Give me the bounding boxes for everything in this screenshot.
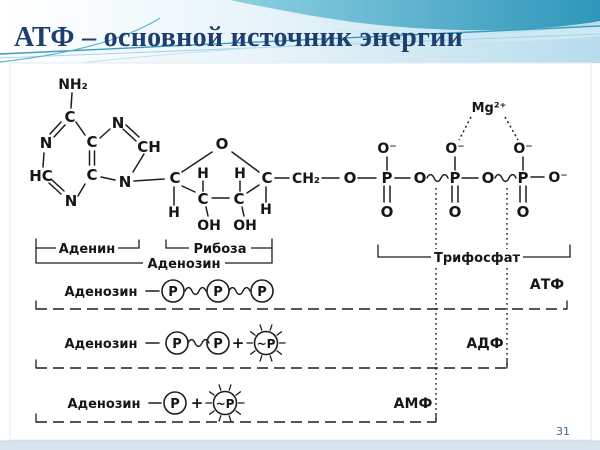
- row-atf-p3: P: [257, 285, 267, 300]
- row-adf-labels: Аденозин P P + ~P АДФ: [65, 334, 504, 352]
- row-adf-plus: +: [232, 334, 245, 352]
- atom-ch2: CH₂: [292, 171, 320, 187]
- atom-n1: N: [40, 134, 53, 152]
- atom-c2h: HC: [29, 167, 53, 185]
- atom-o-bridge-3: O: [482, 169, 495, 187]
- bracket-adenine-label: Аденин: [59, 242, 115, 257]
- ribose-ring-bonds: [173, 151, 290, 217]
- atom-c8h: CH: [137, 138, 161, 156]
- bracket-labels: Аденин Рибоза Аденозин Трифосфат: [59, 242, 521, 272]
- ribose-atom-labels: O C H H C H C OH OH C H CH₂: [168, 135, 320, 234]
- phosphate-atom-labels: O P O⁻ O O P O⁻ O O P O⁻ O⁻ O Mg²⁺: [344, 101, 568, 221]
- atom-n9: N: [119, 173, 132, 191]
- adenine-atom-labels: NH₂ C N HC N C C N CH N: [29, 77, 161, 210]
- slide-title: АТФ – основной источник энергии: [14, 22, 464, 53]
- row-atf-lines: [35, 279, 568, 310]
- atom-p3-o-end: O⁻: [548, 170, 567, 186]
- row-atf-p2: P: [213, 285, 223, 300]
- row-adf-adenosine-label: Аденозин: [65, 337, 138, 352]
- footer-strip: [0, 440, 600, 450]
- atom-ribose-c2: C: [197, 190, 208, 208]
- bracket-triphosphate-label: Трифосфат: [434, 251, 520, 266]
- row-atf-p1: P: [168, 285, 178, 300]
- row-adf-lines: [35, 324, 508, 369]
- row-amf-p1: P: [170, 397, 180, 412]
- row-amf-adenosine-label: Аденозин: [68, 397, 141, 412]
- atom-o-bridge-2: O: [414, 169, 427, 187]
- row-amf-labels: Аденозин P + ~P АМФ: [68, 394, 433, 412]
- atom-n7: N: [112, 114, 125, 132]
- atom-ribose-c2-oh: OH: [197, 218, 221, 234]
- atom-ribose-c4: C: [261, 169, 272, 187]
- atom-p1-o-top: O⁻: [377, 141, 396, 157]
- row-adf-abbr: АДФ: [466, 336, 503, 352]
- row-amf-abbr: АМФ: [394, 396, 433, 412]
- label-masks: [56, 241, 523, 271]
- atom-p1: P: [382, 169, 393, 187]
- atom-c5: C: [86, 133, 97, 151]
- bracket-adenosine-label: Аденозин: [148, 257, 221, 272]
- row-amf-burst-label: ~P: [216, 397, 235, 411]
- atom-c6: C: [64, 108, 75, 126]
- atom-p2-o-bottom: O: [449, 203, 462, 221]
- magnesium-coordination-bonds: [458, 116, 519, 141]
- atom-p1-o-bottom: O: [381, 203, 394, 221]
- row-amf-lines: [35, 384, 437, 423]
- atom-o-bridge-1: O: [344, 169, 357, 187]
- atom-ribose-c1: C: [169, 169, 180, 187]
- row-amf-plus: +: [191, 394, 204, 412]
- phosphate-chain-bonds: [321, 156, 545, 203]
- header-wave-banner: [0, 0, 600, 64]
- atom-ribose-o: O: [216, 135, 229, 153]
- row-adf-p2: P: [213, 337, 223, 352]
- atom-ribose-c2-h: H: [197, 166, 209, 182]
- atom-p3-o-top: O⁻: [513, 141, 532, 157]
- row-adf-p1: P: [172, 337, 182, 352]
- atom-ribose-c3-oh: OH: [233, 218, 257, 234]
- cleavage-dotted-lines: [435, 188, 508, 421]
- atom-p3: P: [518, 169, 529, 187]
- adenine-ring-bonds: [42, 92, 165, 197]
- bracket-ribose-label: Рибоза: [194, 242, 247, 257]
- atom-c4: C: [86, 166, 97, 184]
- atom-nh2: NH₂: [58, 77, 88, 93]
- row-atf-labels: Аденозин P P P АТФ: [65, 277, 565, 300]
- atom-ribose-c4-h: H: [260, 202, 272, 218]
- row-adf-burst-label: ~P: [257, 337, 276, 351]
- row-atf-abbr: АТФ: [530, 277, 564, 293]
- page-number: 31: [556, 425, 570, 438]
- atom-ribose-c3: C: [233, 190, 244, 208]
- atom-ribose-c3-h: H: [234, 166, 246, 182]
- atom-mg: Mg²⁺: [472, 101, 507, 116]
- atom-p3-o-bottom: O: [517, 203, 530, 221]
- atom-p2-o-top: O⁻: [445, 141, 464, 157]
- row-atf-adenosine-label: Аденозин: [65, 285, 138, 300]
- atom-n3: N: [65, 192, 78, 210]
- atom-p2: P: [450, 169, 461, 187]
- atom-ribose-c1-h: H: [168, 205, 180, 221]
- content-frame: [9, 62, 592, 441]
